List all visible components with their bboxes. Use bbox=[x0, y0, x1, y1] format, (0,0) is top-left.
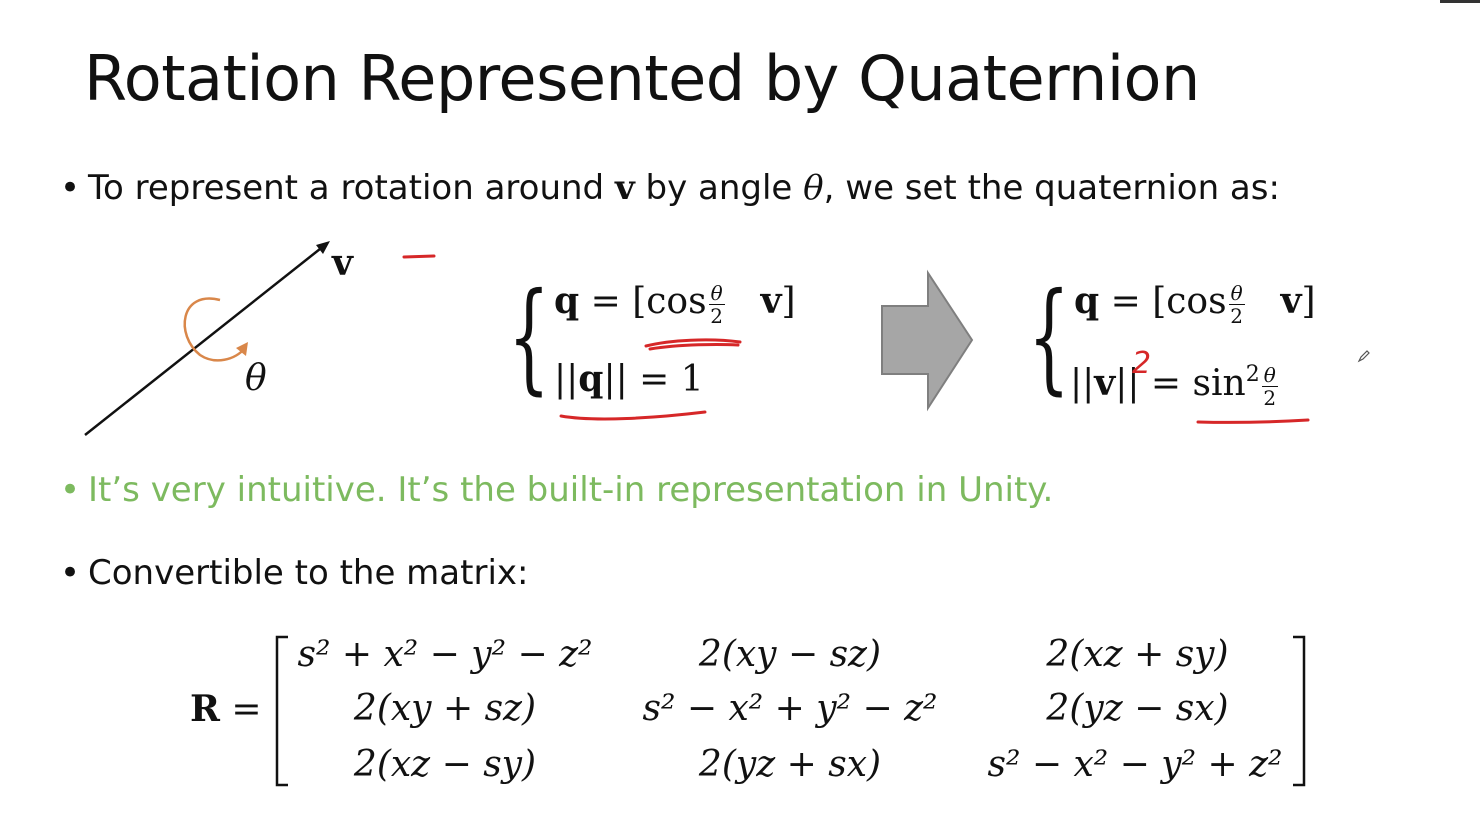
matrix-cell-1-1: s² − x² + y² − z² bbox=[642, 688, 938, 729]
rotation-arc-arrowhead bbox=[236, 342, 248, 356]
axis-label-v: v bbox=[332, 242, 353, 284]
bullet-glyph: • bbox=[60, 168, 81, 208]
bullet3-text: Convertible to the matrix: bbox=[88, 553, 529, 593]
angle-label-theta: θ bbox=[245, 358, 267, 399]
system2-v: v bbox=[1280, 280, 1302, 322]
matrix-cell-2-2: s² − x² − y² + z² bbox=[987, 744, 1283, 785]
system1-v: v bbox=[760, 280, 782, 322]
matrix-R: R bbox=[190, 688, 220, 730]
bullet1-part3: , we set the quaternion as: bbox=[823, 168, 1280, 208]
ink-handwritten-two: 2 bbox=[1132, 346, 1152, 381]
system1-eq: = [cos bbox=[579, 281, 707, 322]
bullet1-part1: To represent a rotation around bbox=[88, 168, 615, 208]
bullet-glyph: • bbox=[60, 470, 81, 510]
system1-q: q bbox=[554, 280, 580, 322]
system2-eq: = [cos bbox=[1099, 281, 1227, 322]
system2-frac-num: θ bbox=[1228, 280, 1245, 305]
system2-frac-den: 2 bbox=[1230, 303, 1243, 328]
bullet-glyph: • bbox=[60, 553, 81, 593]
bullet1-part2: by angle bbox=[634, 168, 804, 208]
matrix-cell-0-1: 2(xy − sz) bbox=[698, 634, 882, 675]
bullet-convertible: •Convertible to the matrix: bbox=[60, 553, 528, 593]
matrix-label: R = bbox=[190, 688, 262, 730]
system1-norm-q: q bbox=[578, 358, 604, 400]
bullet2-text: It’s very intuitive. It’s the built-in r… bbox=[88, 470, 1054, 510]
axis-arrowhead bbox=[316, 241, 330, 254]
slide-title: Rotation Represented by Quaternion bbox=[84, 42, 1200, 115]
system2-close: ] bbox=[1301, 281, 1316, 322]
system2-q: q bbox=[1074, 280, 1100, 322]
matrix-right-bracket bbox=[1293, 635, 1306, 787]
matrix-cell-0-0: s² + x² − y² − z² bbox=[297, 634, 593, 675]
system1-brace: { bbox=[508, 268, 550, 407]
system2-norm-close: || bbox=[1115, 363, 1140, 404]
system1-norm-close: || = 1 bbox=[603, 359, 704, 400]
matrix-cell-0-2: 2(xz + sy) bbox=[1046, 634, 1229, 675]
ink-dash-mark bbox=[402, 254, 436, 259]
system2-brace: { bbox=[1028, 268, 1070, 407]
implies-arrow bbox=[881, 269, 974, 412]
system1-frac-num: θ bbox=[708, 280, 725, 305]
ink-underline-cos bbox=[644, 338, 742, 351]
matrix-left-bracket bbox=[275, 635, 288, 787]
bullet-intuitive: •It’s very intuitive. It’s the built-in … bbox=[60, 470, 1053, 510]
bullet1-theta: θ bbox=[803, 168, 824, 208]
system2-norm-open: || bbox=[1070, 363, 1095, 404]
system1-close: ] bbox=[781, 281, 796, 322]
bullet-rotation-intro: •To represent a rotation around v by ang… bbox=[60, 168, 1280, 208]
rotation-arc bbox=[183, 297, 246, 362]
matrix-cell-2-1: 2(yz + sx) bbox=[698, 744, 882, 785]
matrix-cell-1-2: 2(yz − sx) bbox=[1046, 688, 1229, 729]
system2-norm-v: v bbox=[1094, 362, 1116, 404]
system2-frac2-den: 2 bbox=[1263, 385, 1277, 410]
axis-line bbox=[84, 244, 326, 436]
corner-mark bbox=[1440, 0, 1480, 3]
matrix-eq: = bbox=[219, 689, 262, 730]
pen-cursor-icon bbox=[1357, 350, 1370, 363]
ink-underline-sin bbox=[1196, 418, 1310, 424]
system2-sup: 2 bbox=[1245, 362, 1260, 387]
ink-underline-norm bbox=[559, 410, 707, 421]
system2-frac2-num: θ bbox=[1261, 362, 1278, 387]
system1-norm-open: || bbox=[554, 359, 579, 400]
bullet1-v: v bbox=[614, 168, 635, 208]
matrix-cell-1-0: 2(xy + sz) bbox=[353, 688, 537, 729]
system2-eq2: = sin bbox=[1139, 363, 1246, 404]
system1-frac-den: 2 bbox=[710, 303, 723, 328]
rotation-axis-diagram bbox=[84, 241, 330, 436]
system1-norm-constraint: ||q|| = 1 bbox=[554, 358, 704, 400]
matrix-cell-2-0: 2(xz − sy) bbox=[353, 744, 537, 785]
